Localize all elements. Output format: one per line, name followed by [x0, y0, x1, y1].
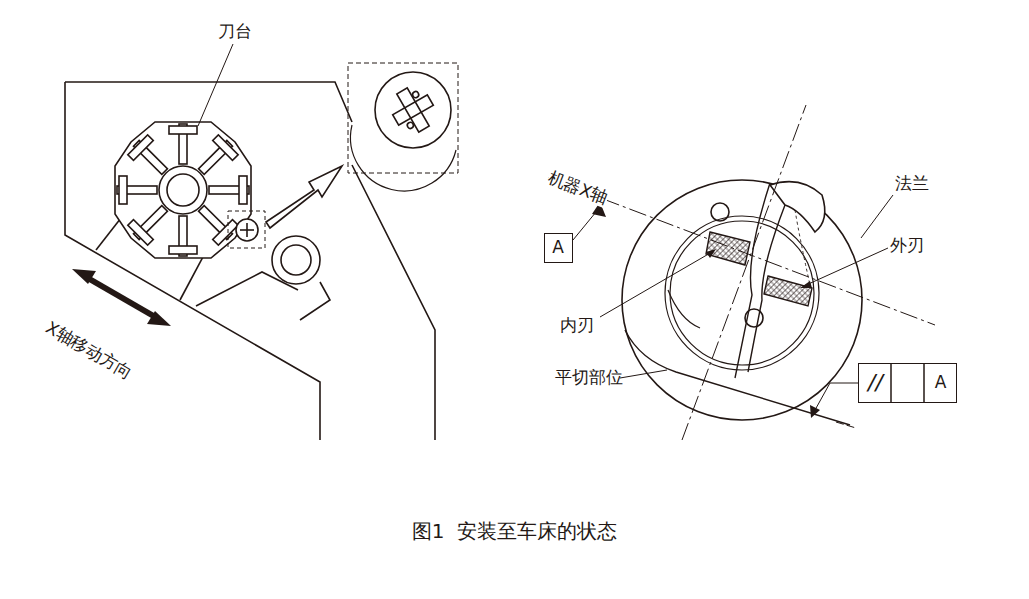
part-label: 刀台 [218, 22, 252, 41]
axis-label: 机器X轴 [545, 168, 610, 208]
parallelism-symbol: // [859, 364, 892, 401]
datum-letter: A [925, 364, 956, 401]
tolerance-frame: // A [858, 363, 957, 403]
direction-label: X轴移动方向 [43, 318, 136, 383]
part-label: 法兰 [895, 174, 929, 193]
figure-caption: 图1 安装至车床的状态 [0, 520, 1029, 542]
part-label: 内刃 [560, 316, 594, 335]
datum-box: A [544, 233, 573, 263]
part-label: 外刃 [890, 236, 924, 255]
part-label: 平切部位 [555, 368, 623, 387]
datum-letter: A [545, 234, 571, 261]
